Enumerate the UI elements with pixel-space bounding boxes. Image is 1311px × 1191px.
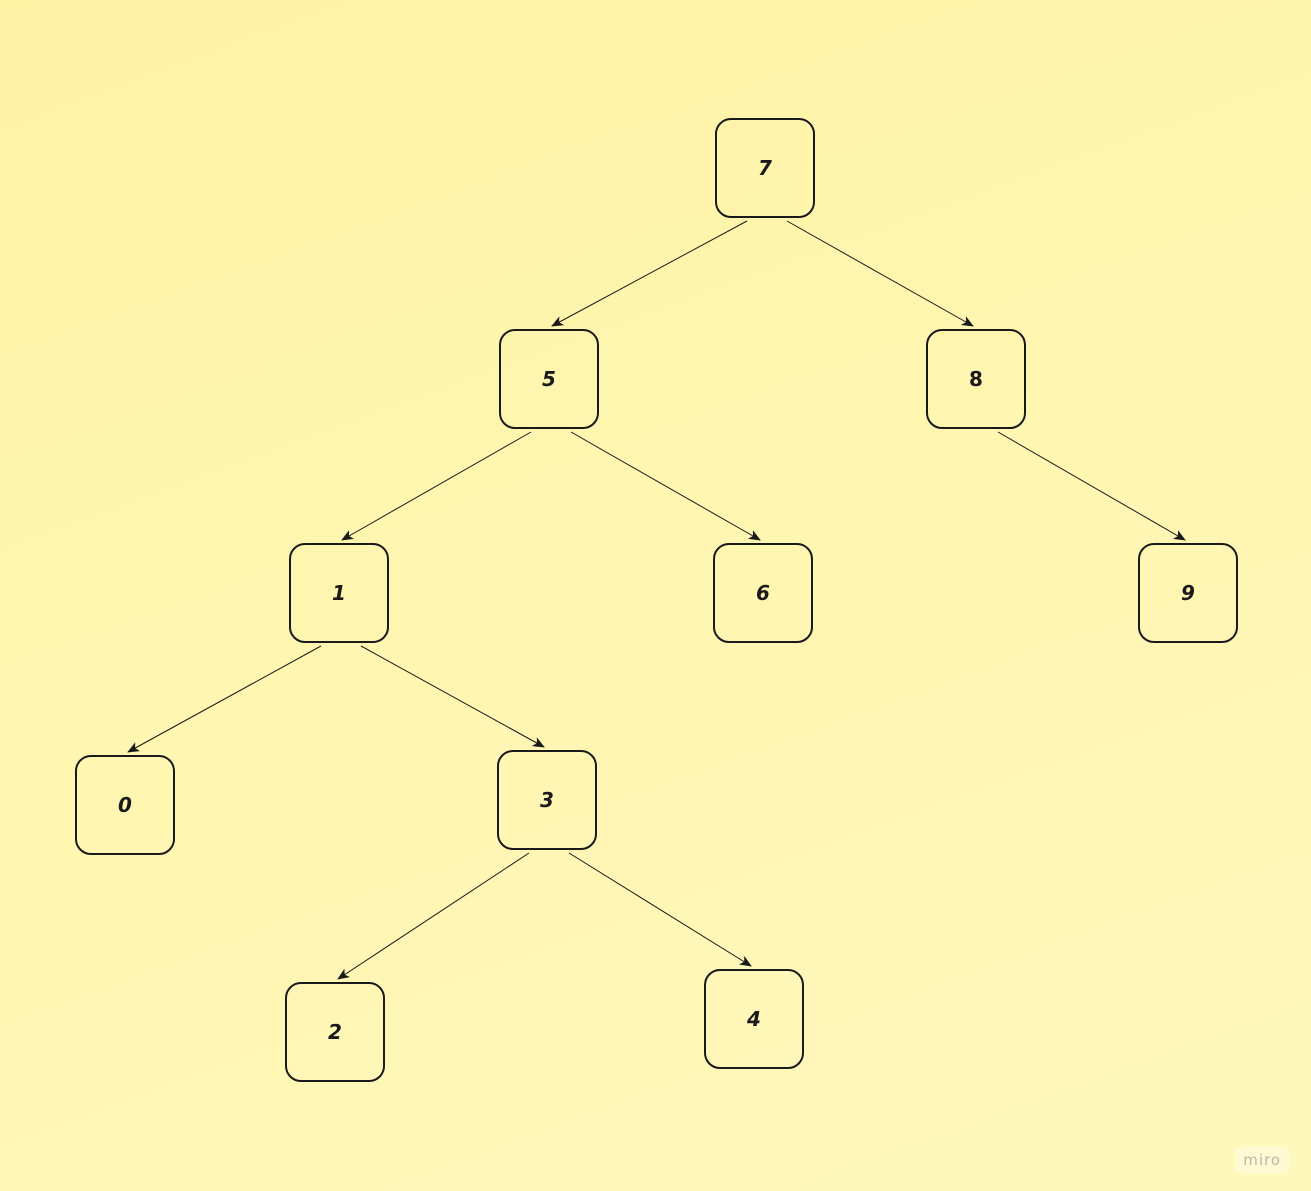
node-label: 6 — [756, 581, 770, 605]
node-label: 8 — [969, 367, 983, 391]
node-3[interactable]: 3 — [497, 750, 597, 850]
edge-n3-n4 — [568, 852, 752, 967]
node-4[interactable]: 4 — [704, 969, 804, 1069]
node-8[interactable]: 8 — [926, 329, 1026, 429]
node-6[interactable]: 6 — [713, 543, 813, 643]
node-label: 4 — [747, 1007, 761, 1031]
edge-n7-n5 — [551, 220, 748, 327]
node-2[interactable]: 2 — [285, 982, 385, 1082]
edge-n5-n1 — [341, 431, 532, 541]
node-label: 3 — [540, 788, 554, 812]
node-label: 9 — [1181, 581, 1195, 605]
node-label: 2 — [328, 1020, 342, 1044]
node-0[interactable]: 0 — [75, 755, 175, 855]
edge-n5-n6 — [570, 431, 761, 541]
node-9[interactable]: 9 — [1138, 543, 1238, 643]
node-5[interactable]: 5 — [499, 329, 599, 429]
miro-watermark: miro — [1235, 1147, 1289, 1173]
edge-n1-n0 — [127, 645, 322, 753]
node-label: 0 — [118, 793, 132, 817]
node-1[interactable]: 1 — [289, 543, 389, 643]
node-label: 7 — [758, 156, 772, 180]
node-7[interactable]: 7 — [715, 118, 815, 218]
edges-layer — [127, 220, 1186, 980]
edge-n3-n2 — [337, 852, 530, 980]
node-label: 1 — [332, 581, 346, 605]
edge-n1-n3 — [360, 645, 545, 748]
edge-n8-n9 — [997, 431, 1186, 541]
edge-n7-n8 — [786, 220, 974, 327]
node-label: 5 — [542, 367, 556, 391]
